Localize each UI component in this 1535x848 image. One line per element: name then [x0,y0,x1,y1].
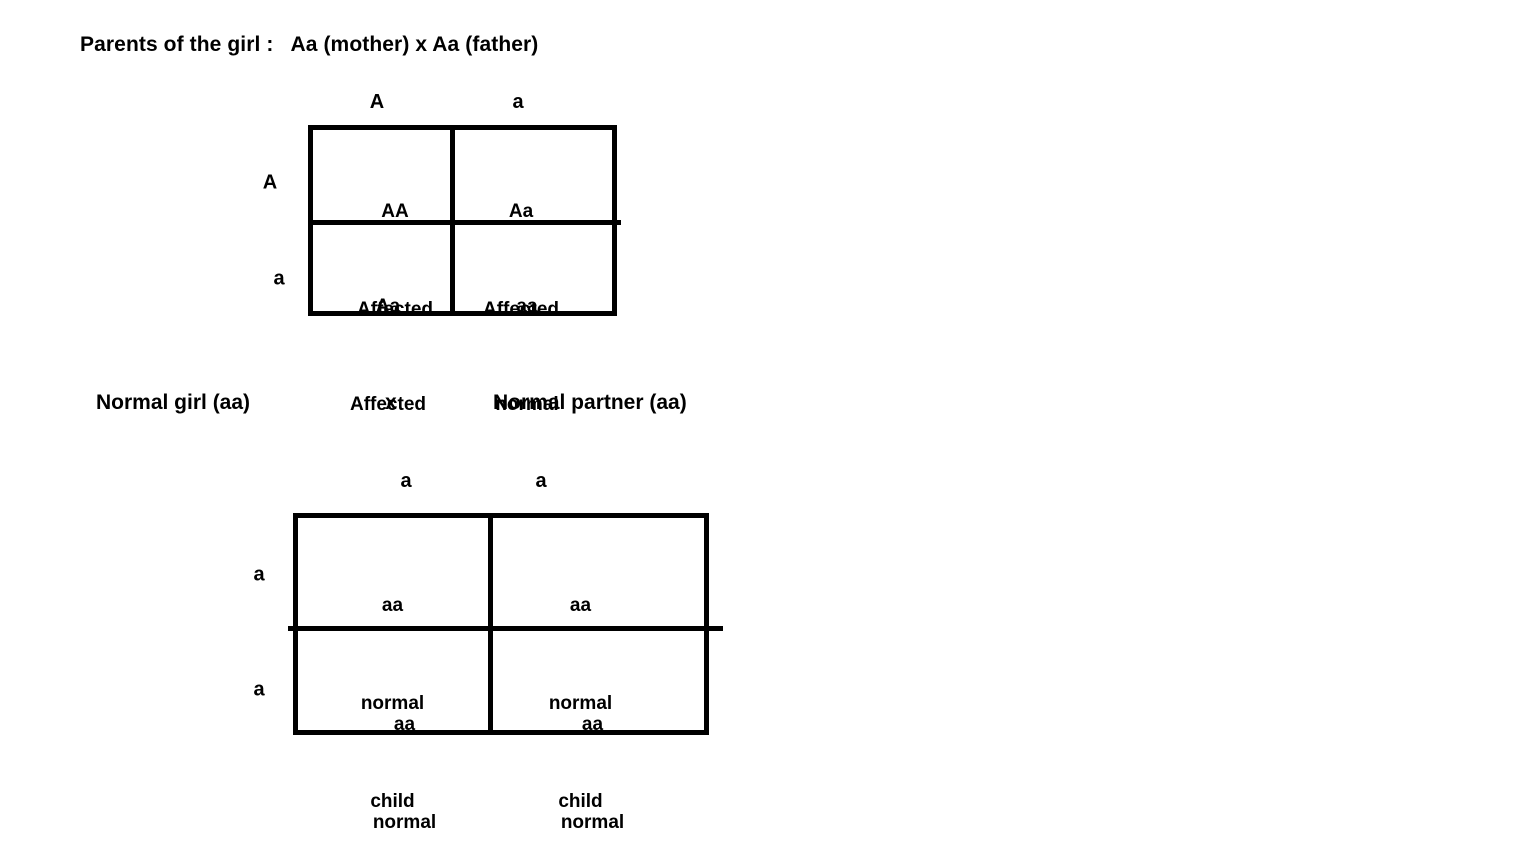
punnett1-column-header-1: A [369,91,385,113]
punnett1-cell-row2-col1: Aa Affected [329,226,447,487]
cross-symbol: x [385,391,397,414]
punnett1-row-header-1: A [262,171,278,194]
punnett2-cell-row1-col2-phenotype: normal [548,693,613,715]
punnett2-cell-row1-col2: aa normal child [498,525,663,848]
punnett2-column-header-2: a [535,470,547,492]
punnett2-cell-row1-col1-genotype: aa [381,595,404,617]
punnett1-cell-row1-col1-genotype: AA [381,201,409,223]
punnett2-cell-row2-col1: aa normal child [322,644,487,848]
punnett2-cell-row1-col1: aa normal child [310,525,475,848]
punnett2-cell-row2-col1-phenotype: normal [372,812,437,834]
punnett2-cell-row1-col1-phenotype: normal [360,693,425,715]
punnett1-cell-row2-col2-phenotype: normal [495,394,559,416]
punnett2-grid-border [293,513,709,735]
punnett1-cell-row1-col2-phenotype: Affected [482,299,559,321]
punnett2-vertical-divider [488,515,493,734]
punnett1-cell-row2-col2-genotype: aa [516,296,538,318]
cross-left-parent-label: Normal girl (aa) [96,391,251,414]
punnett1-cell-row2-col1-phenotype: Affected [349,394,426,416]
punnett2-row-header-2: a [253,678,265,701]
punnett2-row-header-1: a [253,563,265,586]
punnett2-cell-row1-col2-genotype: aa [569,595,592,617]
punnett2-cell-row2-col2-phenotype: normal [560,812,625,834]
punnett1-row-header-2: a [273,267,285,290]
punnett2-cell-row2-col2-genotype: aa [581,714,604,736]
punnett1-column-header-2: a [512,91,524,113]
punnett1-horizontal-divider [310,220,621,225]
punnett2-column-header-1: a [400,470,412,492]
cross-right-parent-label: Normal partner (aa) [493,391,687,414]
punnett1-cell-row1-col1: AA Affected [336,131,454,392]
punnett2-cell-row1-col1-offspring: child [370,791,415,813]
punnett1-cell-row2-col2: aa normal [468,226,586,487]
punnett2-cell-row1-col2-offspring: child [558,791,603,813]
punnett1-cell-row1-col2-genotype: Aa [508,201,534,223]
punnett2-cell-row2-col1-genotype: aa [393,714,416,736]
punnett2-horizontal-divider [288,626,723,631]
punnett1-cell-row1-col2: Aa Affected [462,131,580,392]
punnett1-cell-row1-col1-phenotype: Affected [356,299,433,321]
punnett2-cell-row2-col2: aa normal child [510,644,675,848]
parents-cross-heading: Parents of the girl : Aa (mother) x Aa (… [80,33,539,56]
punnett1-cell-row2-col1-genotype: Aa [375,296,401,318]
girl-partner-cross-line: Normal girl (aa) x Normal partner (aa) [0,391,1535,421]
